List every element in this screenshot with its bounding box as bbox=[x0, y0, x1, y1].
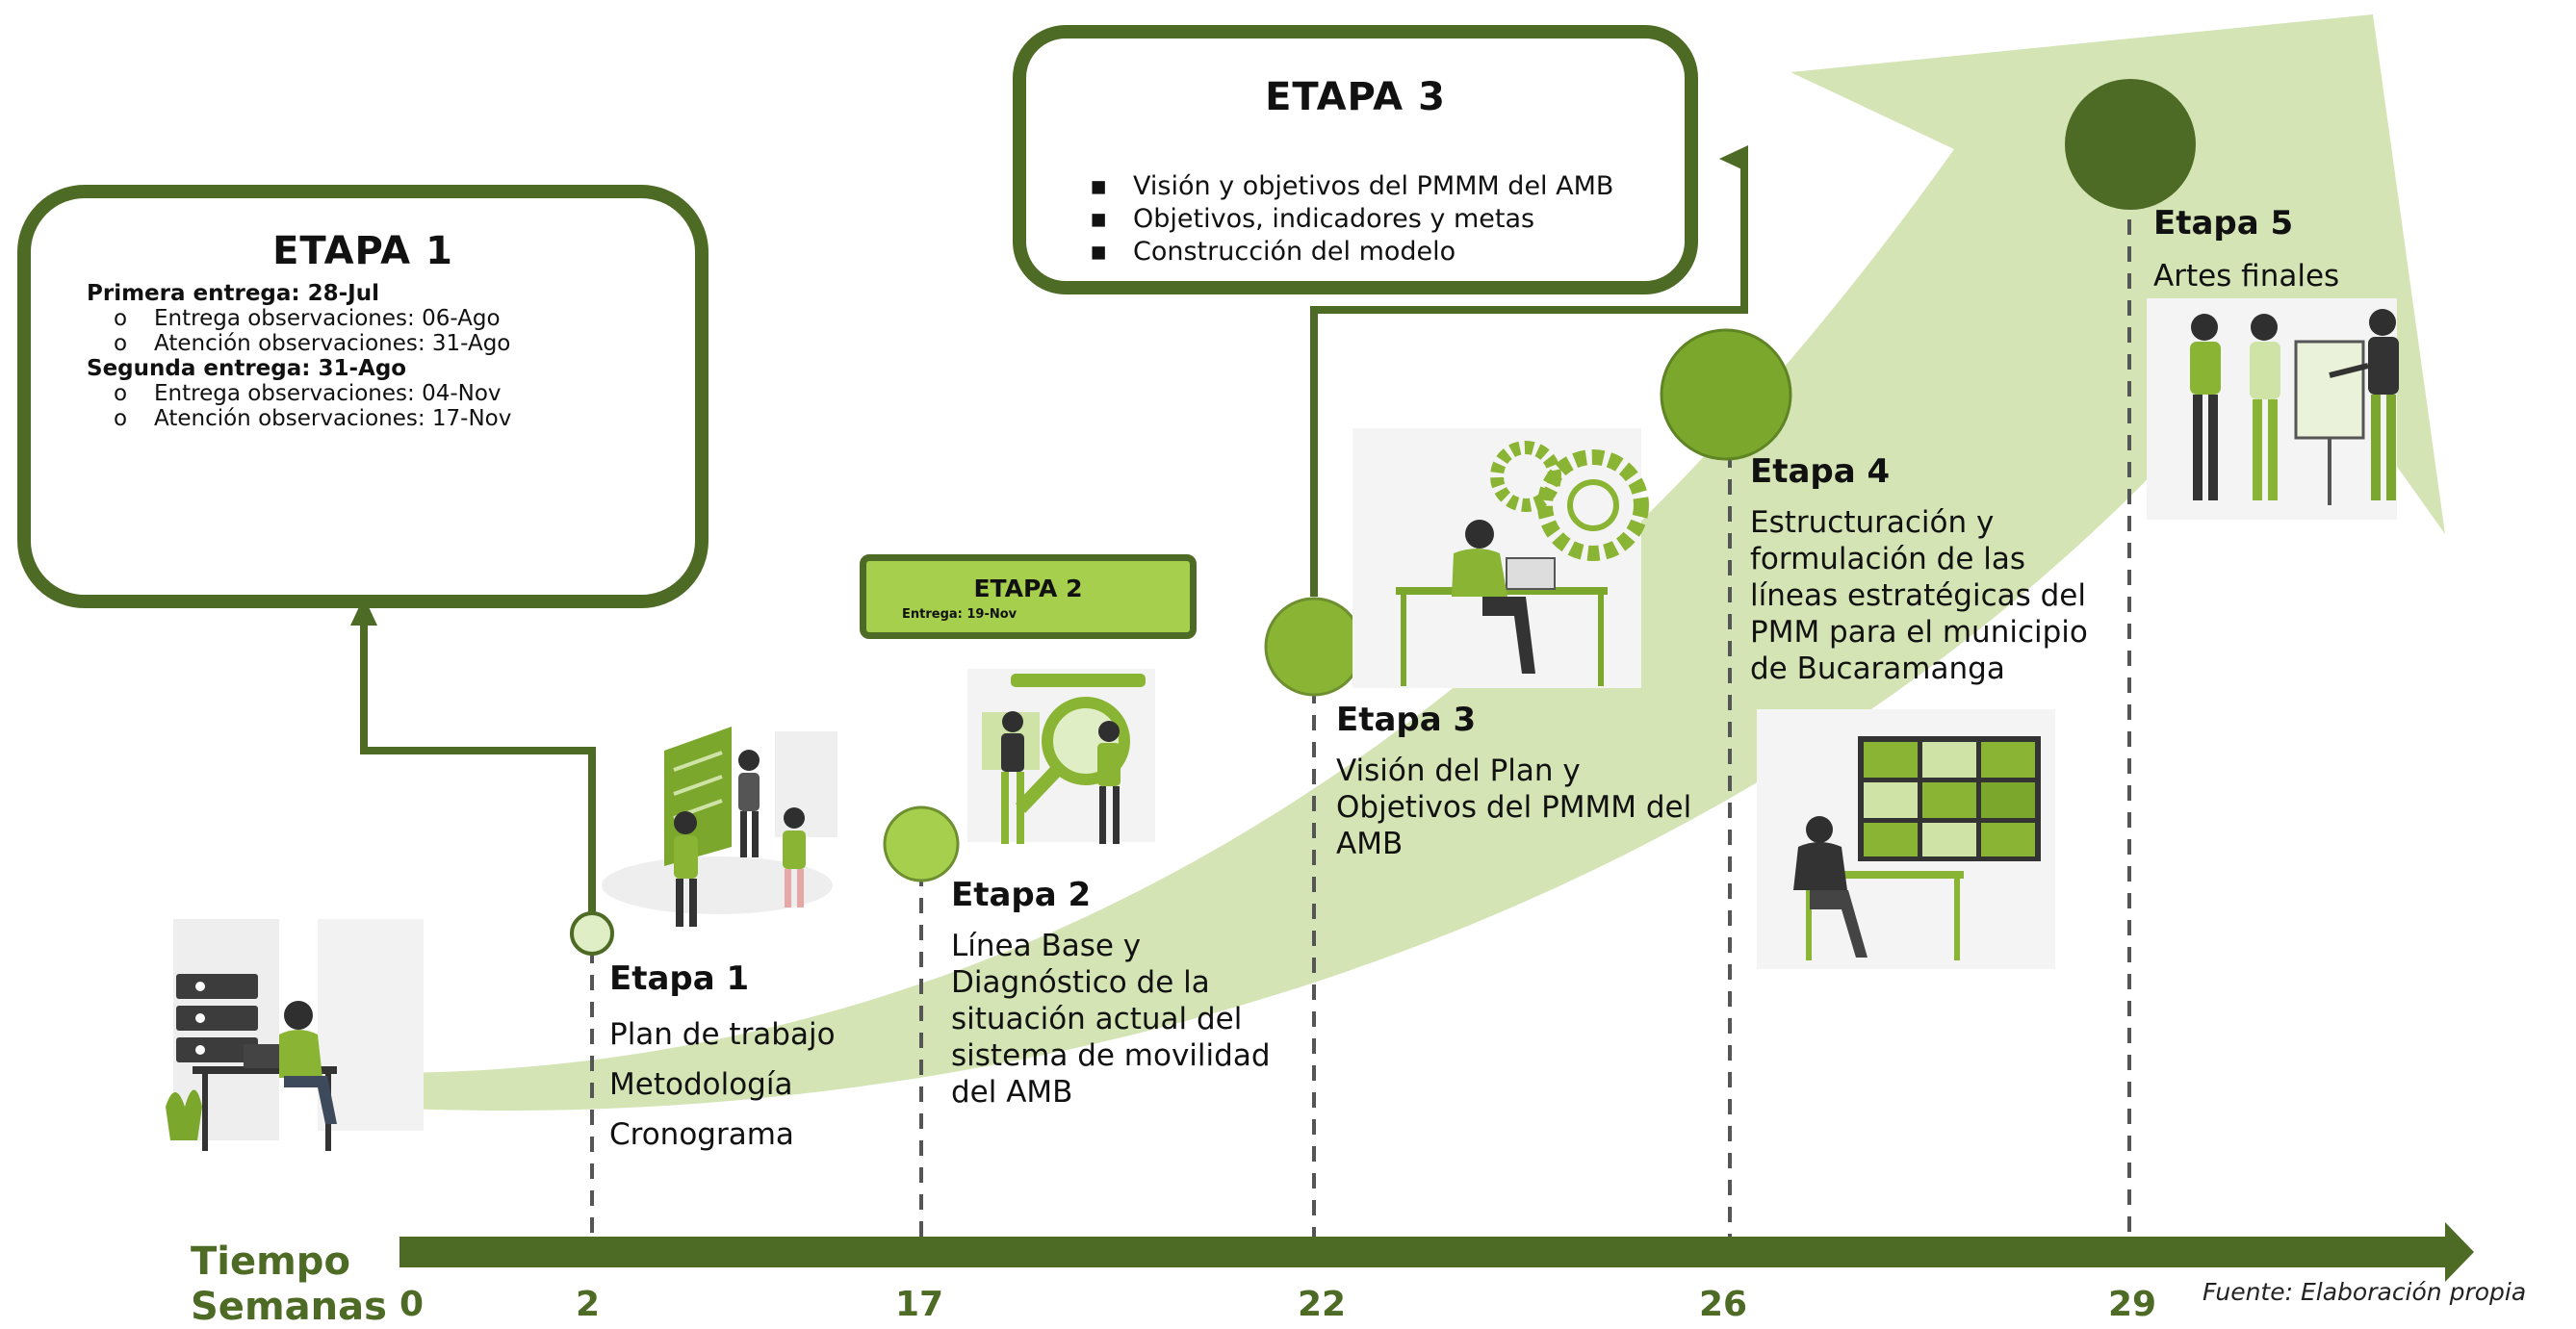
etapa3-detail-box: ETAPA 3 ▪Visión y objetivos del PMMM del… bbox=[1013, 25, 1698, 294]
axis-tick-label: 0 bbox=[399, 1285, 425, 1324]
stage-etapa2-name: Etapa 2 bbox=[951, 876, 1092, 914]
first-delivery-item: o Entrega observaciones: 06-Ago bbox=[113, 306, 501, 331]
illustration-etapa2-analysis bbox=[967, 669, 1155, 844]
first-delivery-item: o Atención observaciones: 31-Ago bbox=[113, 331, 511, 356]
dashed-guides bbox=[590, 192, 2131, 1241]
growth-arrow bbox=[366, 14, 2445, 1112]
stage-etapa3: Etapa 3 Visión del Plan y Objetivos del … bbox=[1336, 701, 1692, 861]
axis-tick-label: 17 bbox=[895, 1285, 944, 1324]
axis-tick-label: 26 bbox=[1699, 1285, 1748, 1324]
first-delivery-label: Primera entrega: 28-Jul bbox=[87, 281, 379, 306]
connector-etapa1 bbox=[350, 597, 596, 916]
etapa2-box-subtitle: Entrega: 19-Nov bbox=[902, 607, 1018, 622]
axis-tick-label: 29 bbox=[2108, 1285, 2157, 1324]
etapa3-list-item: ▪Construcción del modelo bbox=[1090, 237, 1456, 267]
etapa2-box-title: ETAPA 2 bbox=[973, 575, 1083, 602]
etapa3-list-item: ▪Objetivos, indicadores y metas bbox=[1090, 204, 1535, 234]
milestone-etapa1 bbox=[570, 911, 614, 956]
etapa1-detail-box: ETAPA 1 Primera entrega: 28-Jul o Entreg… bbox=[17, 185, 708, 608]
stage-etapa2: Etapa 2 Línea Base y Diagnóstico de la s… bbox=[951, 876, 1271, 1110]
etapa2-delivery-box: ETAPA 2 Entrega: 19-Nov bbox=[860, 554, 1197, 639]
stage-etapa3-name: Etapa 3 bbox=[1336, 701, 1477, 739]
axis-tick-label: 22 bbox=[1298, 1285, 1347, 1324]
illustration-etapa1-team bbox=[602, 727, 837, 927]
etapa1-box-title: ETAPA 1 bbox=[272, 229, 453, 273]
milestone-etapa3 bbox=[1264, 597, 1364, 697]
stage-etapa4-name: Etapa 4 bbox=[1750, 452, 1891, 491]
milestone-etapa5 bbox=[2065, 79, 2196, 210]
second-delivery-label: Segunda entrega: 31-Ago bbox=[87, 356, 407, 381]
etapa3-box-title: ETAPA 3 bbox=[1265, 75, 1446, 119]
axis-title-semanas: Semanas bbox=[191, 1285, 387, 1329]
axis-tick-label: 2 bbox=[576, 1285, 601, 1324]
etapa3-box-list: ▪Visión y objetivos del PMMM del AMB ▪Ob… bbox=[1090, 170, 1613, 268]
stage-etapa4: Etapa 4 Estructuración y formulación de … bbox=[1750, 452, 2088, 686]
illustration-etapa3-gears bbox=[1352, 428, 1649, 688]
illustration-etapa5-presentation bbox=[2147, 298, 2399, 520]
stage-etapa1: Etapa 1 Plan de trabajo Metodología Cron… bbox=[609, 959, 836, 1152]
stage-etapa5-name: Etapa 5 bbox=[2153, 204, 2294, 243]
stage-etapa1-name: Etapa 1 bbox=[609, 959, 750, 998]
illustration-worker-desk bbox=[166, 919, 424, 1151]
milestone-etapa4 bbox=[1660, 328, 1792, 461]
connector-etapa3 bbox=[1310, 145, 1748, 597]
axis-title-tiempo: Tiempo bbox=[191, 1240, 350, 1284]
source-note: Fuente: Elaboración propia bbox=[2202, 1278, 2527, 1306]
milestone-etapa2 bbox=[883, 805, 960, 882]
etapa1-box-content: Primera entrega: 28-Jul o Entrega observ… bbox=[87, 281, 520, 431]
time-axis-arrow bbox=[399, 1222, 2474, 1282]
illustration-etapa4-videocall bbox=[1757, 709, 2055, 969]
second-delivery-item: o Atención observaciones: 17-Nov bbox=[113, 406, 512, 431]
second-delivery-item: o Entrega observaciones: 04-Nov bbox=[113, 381, 502, 406]
stage-etapa5: Etapa 5 Artes finales bbox=[2153, 204, 2340, 294]
etapa3-list-item: ▪Visión y objetivos del PMMM del AMB bbox=[1090, 171, 1614, 201]
